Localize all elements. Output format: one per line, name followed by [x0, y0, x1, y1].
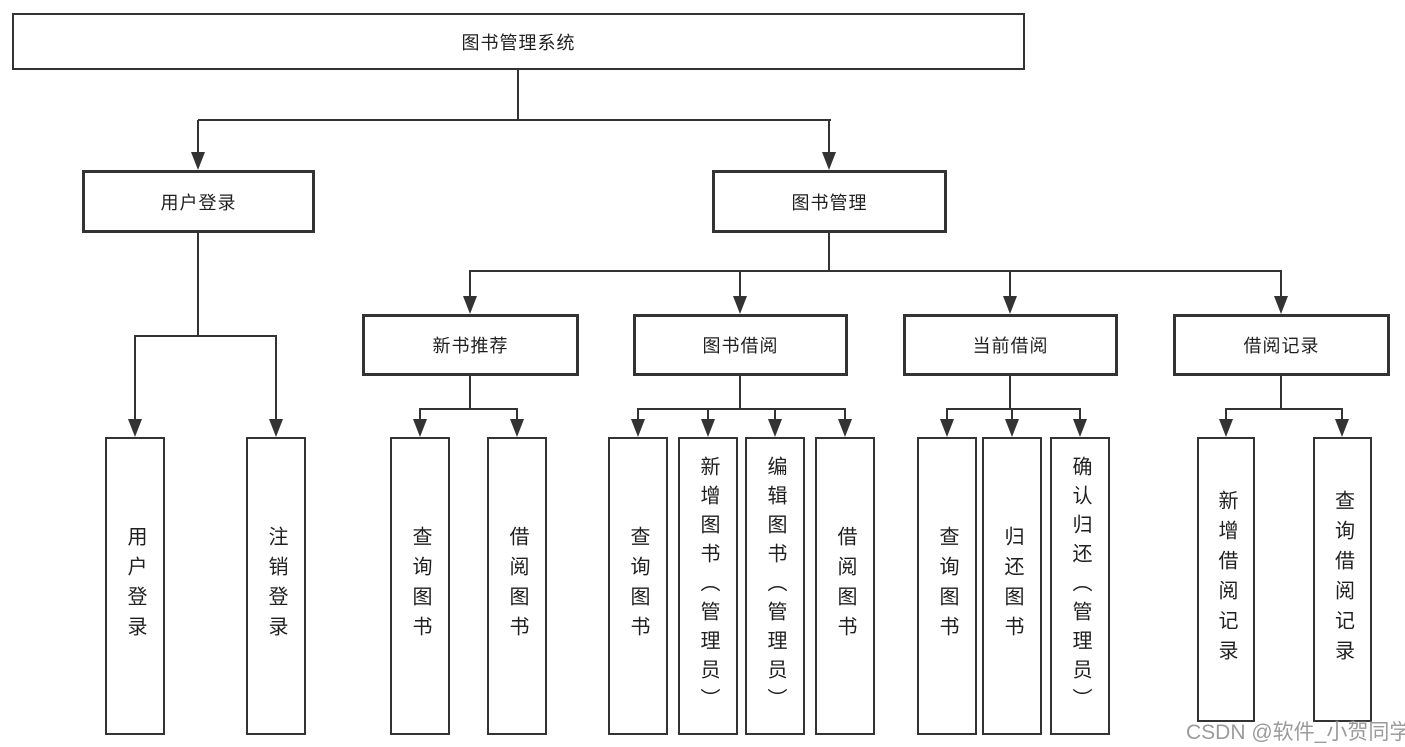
- connector-line: [134, 336, 136, 420]
- leaf-edit-books-admin-label: 编辑图书（管理员）: [764, 455, 786, 717]
- node-book-system: 图书管理系统: [12, 13, 1025, 70]
- leaf-logout-label: 注销登录: [265, 526, 287, 646]
- connector-line: [198, 119, 831, 121]
- node-book-management: 图书管理: [712, 170, 947, 233]
- connector-line: [419, 408, 518, 410]
- node-current-borrowing-label: 当前借阅: [972, 336, 1049, 356]
- connector-line: [844, 409, 846, 421]
- leaf-add-borrow-record-label: 新增借阅记录: [1215, 489, 1237, 670]
- arrowhead-down-icon: [940, 419, 954, 437]
- node-book-system-label: 图书管理系统: [461, 32, 576, 53]
- leaf-return-books-label: 归还图书: [1001, 526, 1023, 646]
- node-new-book-recommend-label: 新书推荐: [432, 336, 509, 356]
- arrowhead-down-icon: [191, 152, 205, 170]
- leaf-return-books: 归还图书: [982, 437, 1042, 735]
- connector-line: [1079, 409, 1081, 421]
- leaf-query-borrow-record: 查询借阅记录: [1313, 437, 1372, 722]
- arrowhead-down-icon: [1335, 419, 1349, 437]
- node-borrow-records: 借阅记录: [1173, 314, 1390, 376]
- leaf-borrow-books-1: 借阅图书: [487, 437, 547, 735]
- watermark: CSDN @软件_小贺同学: [1186, 721, 1405, 744]
- leaf-user-login: 用户登录: [105, 437, 165, 735]
- connector-line: [1341, 409, 1343, 421]
- connector-line: [1009, 376, 1011, 409]
- arrowhead-down-icon: [1003, 296, 1017, 314]
- arrowhead-down-icon: [701, 419, 715, 437]
- connector-line: [419, 409, 421, 421]
- arrowhead-down-icon: [1274, 296, 1288, 314]
- connector-line: [134, 335, 277, 337]
- connector-line: [275, 336, 277, 420]
- connector-line: [469, 376, 471, 409]
- connector-line: [517, 70, 519, 120]
- connector-line: [739, 376, 741, 409]
- arrowhead-down-icon: [838, 419, 852, 437]
- leaf-borrow-books-2: 借阅图书: [815, 437, 875, 735]
- connector-line: [197, 120, 199, 153]
- leaf-query-books-1: 查询图书: [390, 437, 450, 735]
- connector-line: [946, 409, 948, 421]
- connector-line: [828, 233, 830, 271]
- leaf-confirm-return-admin-label: 确认归还（管理员）: [1069, 455, 1091, 717]
- connector-line: [946, 408, 1081, 410]
- leaf-query-books-1-label: 查询图书: [409, 526, 431, 646]
- node-current-borrowing: 当前借阅: [903, 314, 1118, 376]
- connector-line: [1280, 376, 1282, 409]
- connector-line: [469, 270, 1282, 272]
- connector-line: [516, 409, 518, 421]
- connector-line: [707, 409, 709, 421]
- connector-line: [1225, 408, 1343, 410]
- leaf-add-books-admin: 新增图书（管理员）: [678, 437, 738, 735]
- connector-line: [1011, 409, 1013, 421]
- connector-line: [739, 271, 741, 297]
- node-borrow-records-label: 借阅记录: [1243, 336, 1320, 356]
- leaf-edit-books-admin: 编辑图书（管理员）: [745, 437, 805, 735]
- node-new-book-recommend: 新书推荐: [362, 314, 579, 376]
- leaf-add-borrow-record: 新增借阅记录: [1197, 437, 1255, 722]
- connector-line: [774, 409, 776, 421]
- arrowhead-down-icon: [1005, 419, 1019, 437]
- leaf-query-books-2: 查询图书: [608, 437, 668, 735]
- leaf-query-books-3-label: 查询图书: [936, 526, 958, 646]
- leaf-logout: 注销登录: [246, 437, 306, 735]
- arrowhead-down-icon: [128, 419, 142, 437]
- leaf-add-books-admin-label: 新增图书（管理员）: [697, 455, 719, 717]
- node-book-borrowing-label: 图书借阅: [702, 336, 779, 356]
- connector-line: [637, 408, 846, 410]
- leaf-borrow-books-2-label: 借阅图书: [834, 526, 856, 646]
- node-user-login: 用户登录: [82, 170, 315, 233]
- node-book-management-label: 图书管理: [791, 192, 868, 213]
- arrowhead-down-icon: [1219, 419, 1233, 437]
- leaf-confirm-return-admin: 确认归还（管理员）: [1050, 437, 1110, 735]
- arrowhead-down-icon: [1073, 419, 1087, 437]
- connector-line: [469, 271, 471, 297]
- leaf-borrow-books-1-label: 借阅图书: [506, 526, 528, 646]
- arrowhead-down-icon: [510, 419, 524, 437]
- leaf-query-books-2-label: 查询图书: [627, 526, 649, 646]
- arrowhead-down-icon: [631, 419, 645, 437]
- connector-line: [1009, 271, 1011, 297]
- arrowhead-down-icon: [822, 152, 836, 170]
- leaf-user-login-label: 用户登录: [124, 526, 146, 646]
- connector-line: [197, 233, 199, 336]
- arrowhead-down-icon: [463, 296, 477, 314]
- arrowhead-down-icon: [269, 419, 283, 437]
- arrowhead-down-icon: [768, 419, 782, 437]
- node-user-login-label: 用户登录: [160, 192, 237, 213]
- arrowhead-down-icon: [413, 419, 427, 437]
- arrowhead-down-icon: [733, 296, 747, 314]
- leaf-query-borrow-record-label: 查询借阅记录: [1331, 489, 1354, 670]
- connector-line: [828, 120, 830, 153]
- connector-line: [1280, 271, 1282, 297]
- leaf-query-books-3: 查询图书: [917, 437, 977, 735]
- connector-line: [637, 409, 639, 421]
- connector-line: [1225, 409, 1227, 421]
- node-book-borrowing: 图书借阅: [633, 314, 848, 376]
